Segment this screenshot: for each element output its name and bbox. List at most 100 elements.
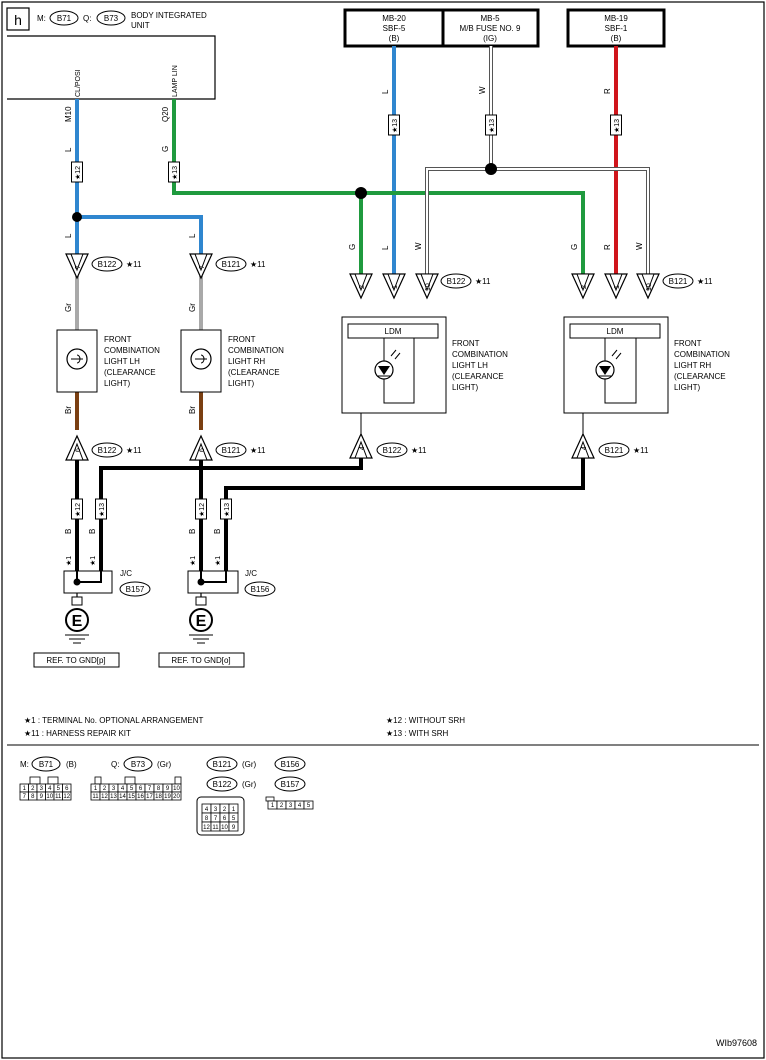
- lamp-lh-line1: FRONT: [104, 335, 132, 344]
- legend-m-prefix: M:: [20, 760, 29, 769]
- pin-ldm-lh-10: 10: [415, 273, 439, 299]
- legend-pin-number: 4: [48, 786, 52, 792]
- legend-pin-number: 18: [155, 794, 162, 800]
- ldm-lh-text-line4: (CLEARANCE: [452, 372, 504, 381]
- wire-black-4: [216, 458, 585, 584]
- legend-b122-oval: [206, 776, 238, 792]
- pin-ldm-rh-4: 4: [571, 433, 595, 459]
- fuse-mb20-line3: (B): [389, 34, 400, 43]
- ldm-lh-text-line2: COMBINATION: [452, 350, 508, 359]
- legend-pin-number: 9: [232, 825, 236, 831]
- bcm-pin-q-label: LAMP LIN: [172, 65, 179, 97]
- svg-text:6: 6: [75, 448, 82, 452]
- ldm-lh-module: [347, 323, 439, 339]
- ldm-rh-text-line4: (CLEARANCE: [674, 372, 726, 381]
- ldm-rh-text-line5: LIGHT): [674, 383, 701, 392]
- legend-pin-number: 8: [31, 794, 35, 800]
- mark-11-ldm-lh-top: ★11: [475, 277, 491, 286]
- conn-b121-rh-bot: B121: [222, 446, 241, 455]
- lamp-lh-line3: LIGHT LH: [104, 357, 140, 366]
- ref-gnd-o: REF. TO GND[o]: [171, 656, 230, 665]
- conn-oval-b121-ldm-bot: [598, 442, 630, 458]
- pin-rh-6: 6: [189, 435, 213, 461]
- legend-pin-number: 11: [92, 794, 99, 800]
- lamp-lh-line4: (CLEARANCE: [104, 368, 156, 377]
- svg-text:10: 10: [425, 283, 432, 291]
- lamp-rh-line4: (CLEARANCE: [228, 368, 280, 377]
- svg-text:7: 7: [75, 265, 82, 269]
- conn-oval-b122-lh-top: [91, 256, 123, 272]
- note-k12: ★12 : WITHOUT SRH: [386, 716, 465, 725]
- color-label-w-ldm-rh: W: [635, 242, 644, 250]
- legend-b157: B157: [281, 780, 300, 789]
- legend-b121: B121: [213, 760, 232, 769]
- mark-11-ldm-lh-bot: ★11: [411, 446, 427, 455]
- svg-text:10: 10: [646, 283, 653, 291]
- note-k1: ★1 : TERMINAL No. OPTIONAL ARRANGEMENT: [24, 716, 203, 725]
- bcm-m-prefix: M:: [37, 14, 46, 23]
- ldm-rh-text-line2: COMBINATION: [674, 350, 730, 359]
- wire-black-3: [199, 460, 216, 584]
- svg-text:1: 1: [614, 285, 621, 289]
- fuse-mb5-line3: (IG): [483, 34, 497, 43]
- legend-pin-number: 5: [307, 803, 311, 809]
- svg-text:★12: ★12: [74, 503, 82, 517]
- bcm-pin-m-label: CL/POSI: [75, 69, 82, 97]
- wire-blue-clposi: [75, 99, 203, 255]
- legend-b73-color: (Gr): [157, 760, 172, 769]
- fuse-mb20-line1: MB-20: [382, 14, 406, 23]
- conn-b157: B157: [126, 585, 145, 594]
- splice-blue: [72, 212, 82, 222]
- color-label-g-ldm-rh: G: [570, 244, 579, 250]
- conn-oval-b122-ldm-bot: [376, 442, 408, 458]
- jc-b156-mark-b: ★1: [214, 556, 222, 566]
- legend-q-prefix: Q:: [111, 760, 119, 769]
- color-label-b-1: B: [64, 529, 73, 534]
- legend-pin-number: 4: [121, 786, 125, 792]
- pin-ldm-rh-10: 10: [636, 273, 660, 299]
- bcm-pin-m: M10: [64, 106, 73, 122]
- legend-b122: B122: [213, 780, 232, 789]
- legend-pin-number: 7: [23, 794, 27, 800]
- legend-pin-number: 12: [63, 794, 70, 800]
- legend-pin-number: 2: [280, 803, 284, 809]
- ground-p-letter: E: [72, 613, 83, 630]
- legend-pin-number: 2: [31, 786, 35, 792]
- conn-b121-ldm-bot: B121: [605, 446, 624, 455]
- legend-pin-number: 3: [40, 786, 44, 792]
- color-label-l-lh: L: [64, 233, 73, 238]
- ldm-rh-module: [569, 323, 661, 339]
- color-label-r-mb19: R: [603, 88, 612, 94]
- pin-ldm-rh-2: 2: [571, 273, 595, 299]
- legend-pin-number: 15: [128, 794, 135, 800]
- star-12-clposi: ★12: [71, 161, 83, 183]
- legend-b73: B73: [131, 760, 146, 769]
- svg-text:★13: ★13: [613, 119, 621, 133]
- ref-gnd-o-box: [158, 652, 245, 668]
- lamp-rh-line1: FRONT: [228, 335, 256, 344]
- legend-pin-number: 10: [221, 825, 228, 831]
- legend-pin-number: 7: [148, 786, 152, 792]
- svg-text:★13: ★13: [488, 119, 496, 133]
- ldm-lh-text-line1: FRONT: [452, 339, 480, 348]
- color-label-r-ldm-rh: R: [603, 244, 612, 250]
- star-13-mb20: ★13: [388, 114, 400, 136]
- color-label-g-ldm-lh: G: [348, 244, 357, 250]
- legend-pin-number: 13: [110, 794, 117, 800]
- legend-pin-number: 10: [173, 786, 180, 792]
- fuse-mb5-line2: M/B FUSE NO. 9: [460, 24, 521, 33]
- conn-oval-b122-lh-bot: [91, 442, 123, 458]
- legend-b156-oval: [274, 756, 306, 772]
- svg-text:4: 4: [359, 446, 366, 450]
- legend-pin-number: 12: [203, 825, 210, 831]
- legend-pin-number: 6: [65, 786, 69, 792]
- conn-b121-rh-top: B121: [222, 260, 241, 269]
- conn-b122-ldm-bot: B122: [383, 446, 402, 455]
- jc-b156-label: J/C: [245, 569, 257, 578]
- legend-b71: B71: [39, 760, 54, 769]
- bcm-connector-m: B71: [57, 14, 72, 23]
